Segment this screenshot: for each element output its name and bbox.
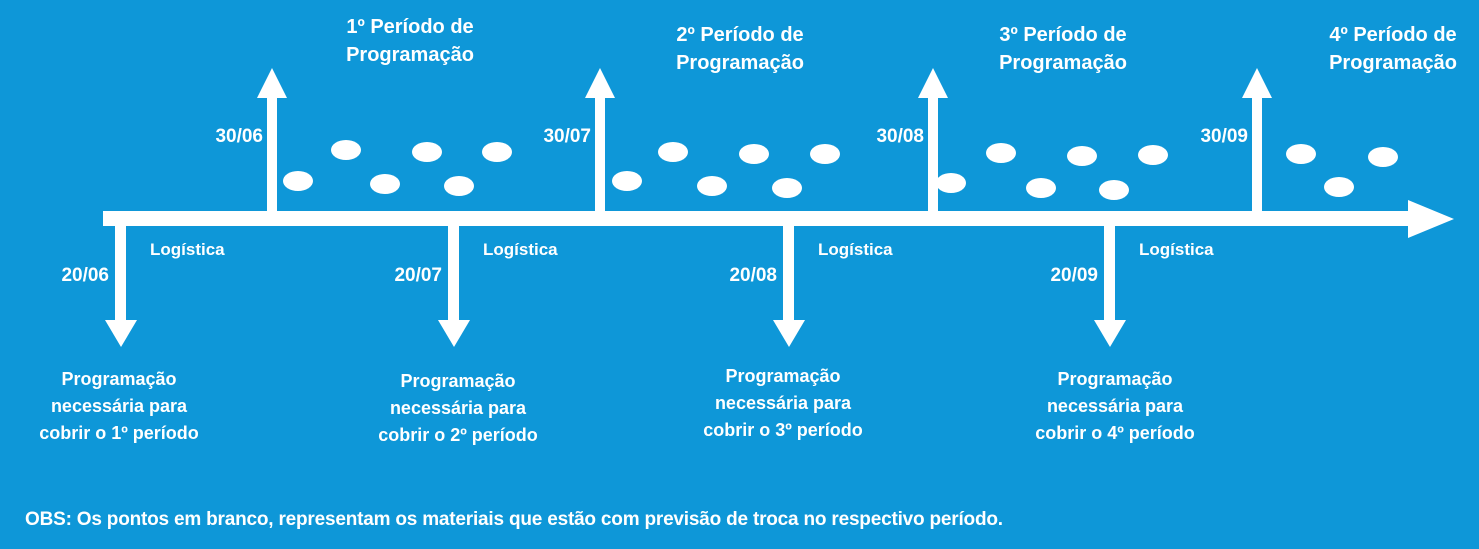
period-title-line: 4º Período de [1329,24,1457,46]
coverage-date-label: 20/09 [1050,265,1098,286]
material-dot [936,173,966,193]
down-arrow-head [773,320,805,347]
material-dot [370,174,400,194]
material-dot [986,143,1016,163]
down-arrow-shaft [115,224,126,322]
material-dot [697,176,727,196]
logistics-label: Logística [818,240,893,259]
period-title: 3º Período de Programação [943,21,1183,77]
coverage-note-line: necessária para [1046,396,1184,416]
coverage-date-label: 20/08 [729,265,777,286]
down-arrow-head [438,320,470,347]
up-arrow-head [585,68,615,98]
logistics-label: Logística [1139,240,1214,259]
material-dot [283,171,313,191]
material-dot [739,144,769,164]
period-start-date-label: 30/09 [1200,126,1248,147]
coverage-note-line: necessária para [50,396,188,416]
period-start-date-label: 30/07 [543,126,591,147]
down-arrow-shaft [448,224,459,322]
up-arrow-shaft [928,95,938,218]
coverage-note: Programação necessária para cobrir o 3º pe… [658,363,908,444]
timeline-axis-line [103,211,1410,226]
period-title-line: 3º Período de [999,24,1127,46]
material-dot [1368,147,1398,167]
period-title-line: 1º Período de [346,16,474,38]
period-start-date-label: 30/06 [215,126,263,147]
period-title: 2º Período de Programação [620,21,860,77]
period-start-date-label: 30/08 [876,126,924,147]
material-dot [658,142,688,162]
up-arrow-head [1242,68,1272,98]
material-dot [1026,178,1056,198]
coverage-note-line: cobrir o 3º período [703,420,863,440]
material-dot [482,142,512,162]
material-dot [810,144,840,164]
material-dot [1138,145,1168,165]
period-title-line: Programação [999,52,1127,74]
logistics-label: Logística [483,240,558,259]
timeline-axis-arrowhead [1408,199,1454,238]
material-dot [612,171,642,191]
period-title-line: 2º Período de [676,24,804,46]
coverage-note: Programação necessária para cobrir o 4º pe… [990,366,1240,447]
coverage-note-line: Programação [1057,369,1173,389]
material-dot [444,176,474,196]
period-title-line: Programação [676,52,804,74]
up-arrow-head [918,68,948,98]
up-arrow-shaft [595,95,605,218]
up-arrow-head [257,68,287,98]
coverage-date-label: 20/07 [394,265,442,286]
logistics-label: Logística [150,240,225,259]
down-arrow-head [105,320,137,347]
coverage-note-line: Programação [400,371,516,391]
coverage-note: Programação necessária para cobrir o 2º pe… [333,368,583,449]
coverage-note-line: Programação [725,366,841,386]
down-arrow-shaft [783,224,794,322]
coverage-date-label: 20/06 [61,265,109,286]
coverage-note-line: cobrir o 2º período [378,425,538,445]
coverage-note-line: necessária para [714,393,852,413]
coverage-note-line: Programação [61,369,177,389]
obs-note: OBS: Os pontos em branco, representam os… [25,509,1003,530]
down-arrow-head [1094,320,1126,347]
period-title-line: Programação [346,44,474,66]
material-dot [1324,177,1354,197]
coverage-note: Programação necessária para cobrir o 1º pe… [0,366,244,447]
material-dot [1286,144,1316,164]
material-dot [1067,146,1097,166]
material-dot [1099,180,1129,200]
coverage-note-line: necessária para [389,398,527,418]
down-arrow-shaft [1104,224,1115,322]
coverage-note-line: cobrir o 1º período [39,423,199,443]
period-title-line: Programação [1329,52,1457,74]
period-title: 1º Período de Programação [290,13,530,69]
period-title: 4º Período de Programação [1273,21,1479,77]
up-arrow-shaft [1252,95,1262,218]
material-dot [412,142,442,162]
up-arrow-shaft [267,95,277,218]
material-dot [331,140,361,160]
material-dot [772,178,802,198]
coverage-note-line: cobrir o 4º período [1035,423,1195,443]
